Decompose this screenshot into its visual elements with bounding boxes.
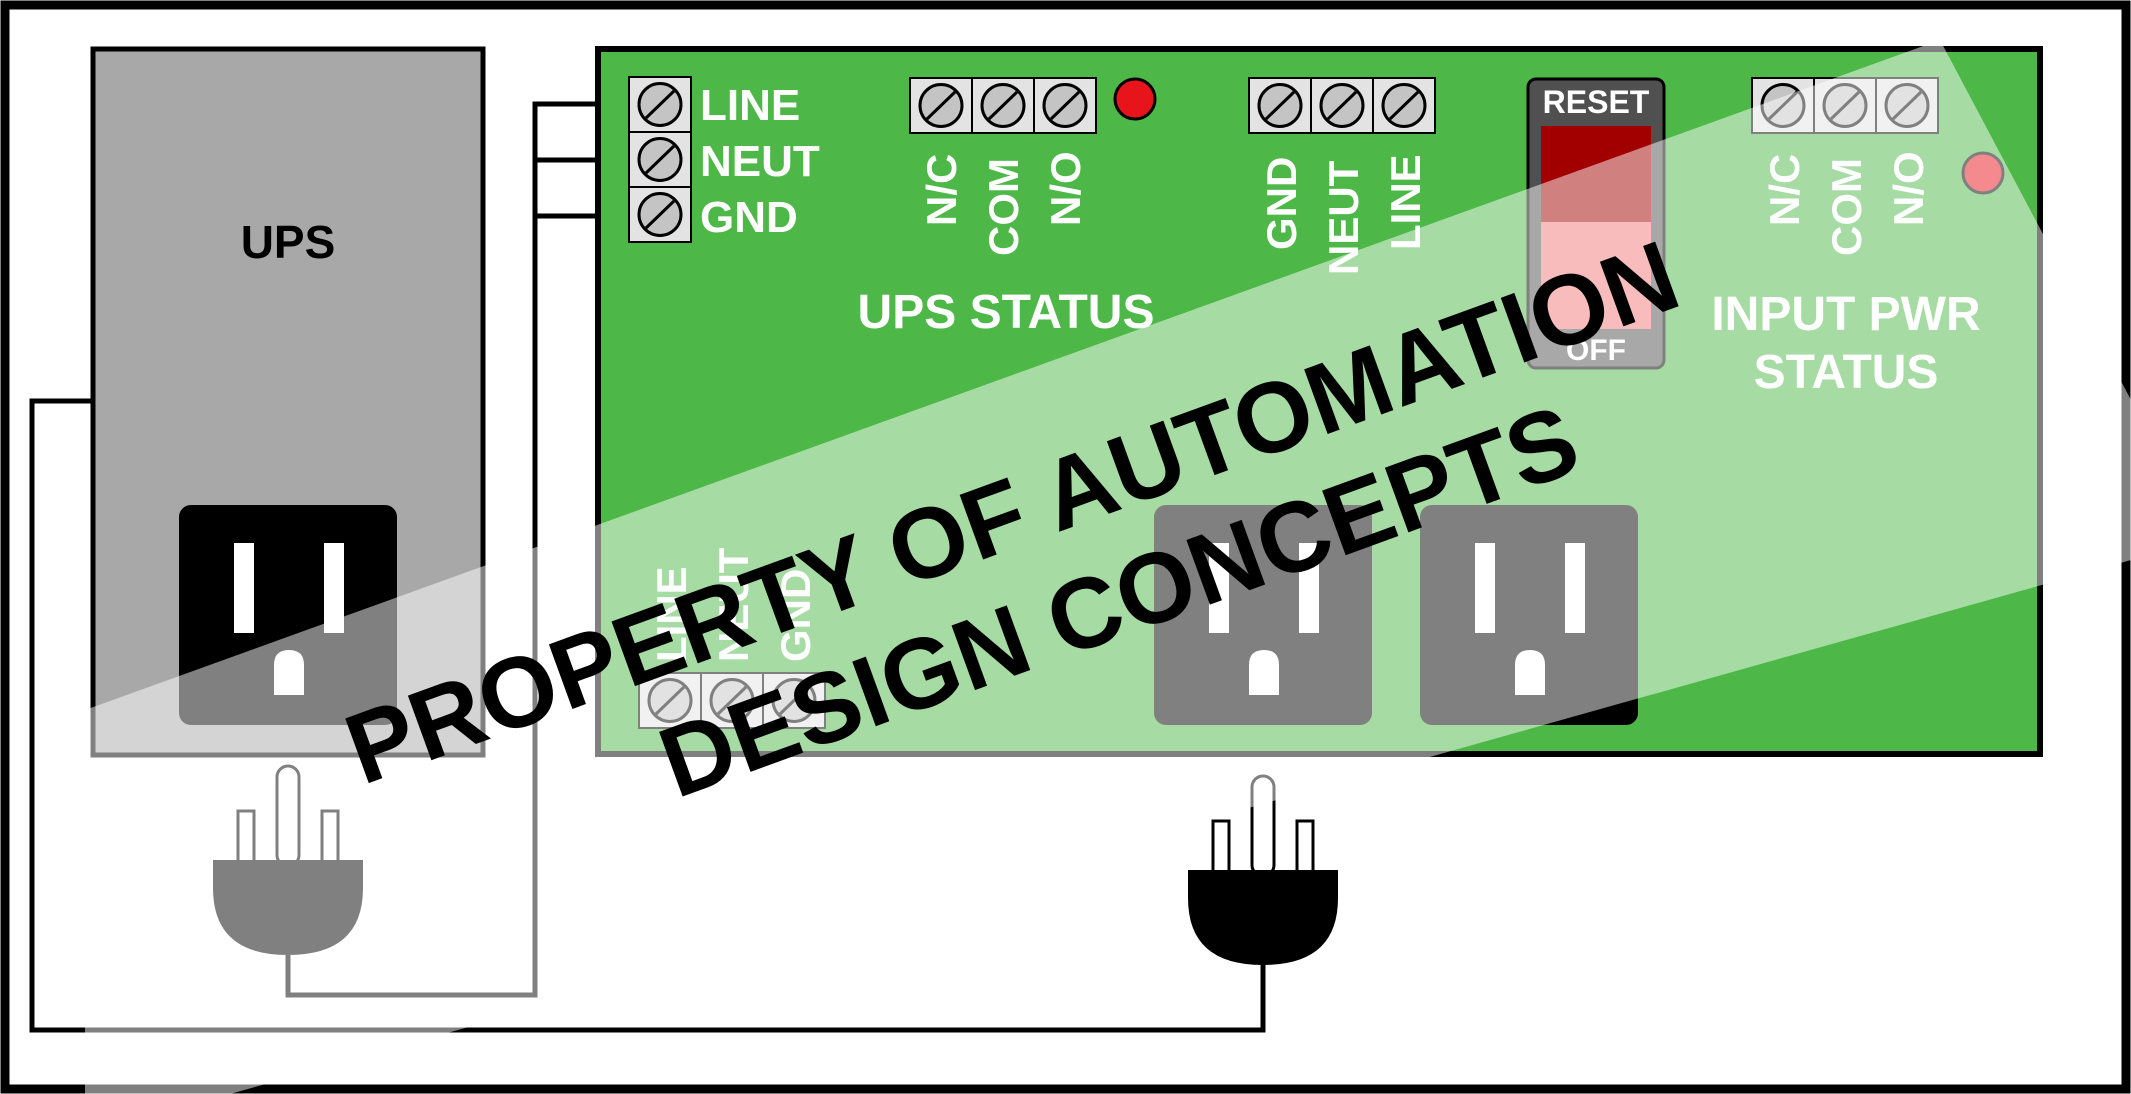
ups-status-title: UPS STATUS — [858, 286, 1155, 339]
reset-switch-top-label: RESET — [1543, 84, 1650, 120]
ups-status-terminal-com: COM — [980, 158, 1027, 256]
input-terminal-block: LINE NEUT GND — [627, 75, 820, 244]
input-terminal-neut: NEUT — [700, 137, 820, 186]
ups-status-led — [1113, 77, 1157, 121]
ups-status-terminal-nc: N/C — [918, 154, 965, 226]
input-terminal-line: LINE — [700, 81, 800, 130]
input-terminal-gnd: GND — [700, 193, 798, 242]
power-terminal-gnd: GND — [1258, 157, 1305, 250]
ups-status-terminal-block: N/C COM N/O UPS STATUS — [858, 76, 1157, 339]
wire-main-return — [29, 398, 1266, 1033]
watermark-band — [85, 40, 2131, 1094]
ups-status-terminal-no: N/O — [1042, 151, 1089, 226]
ups-label: UPS — [241, 216, 336, 268]
